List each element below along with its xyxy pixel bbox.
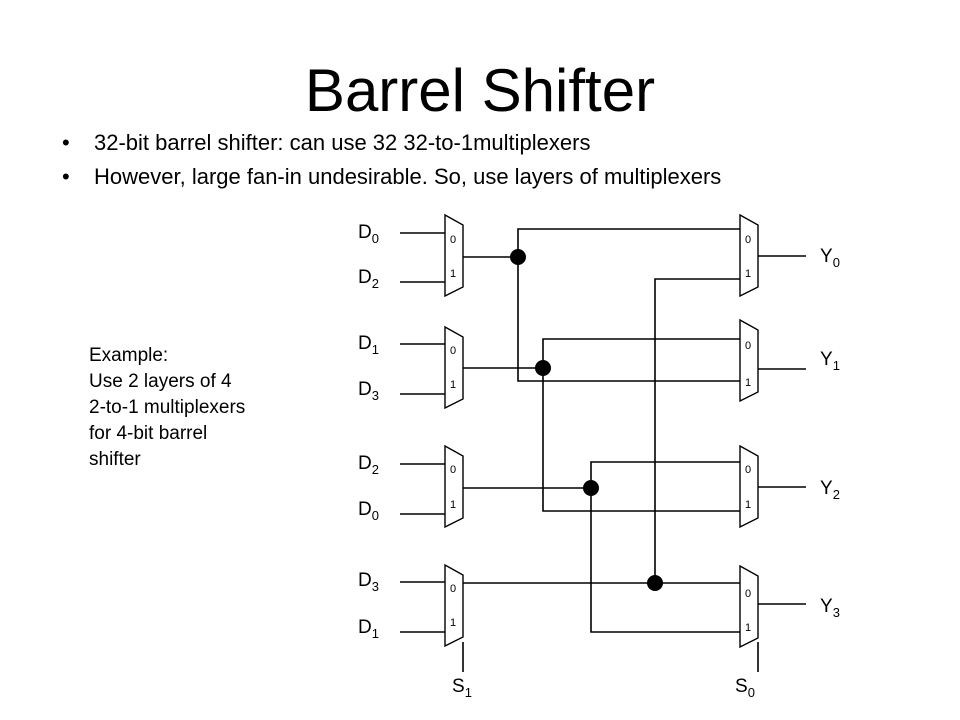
interconnect-wire: [590, 461, 740, 488]
select-label: S0: [735, 676, 755, 700]
bullet-list: 32-bit barrel shifter: can use 32 32-to-…: [62, 126, 721, 194]
mux-layer-1: 0 1 0 1 0 1 0 1: [444, 213, 464, 648]
mux: 0 1: [444, 444, 464, 529]
mux-pin-label: 0: [745, 464, 751, 476]
mux-pin-label: 0: [745, 588, 751, 600]
mux: 0 1: [444, 213, 464, 298]
mux-pin-label: 1: [450, 617, 456, 629]
mux-pin-label: 1: [450, 499, 456, 511]
input-label: D3: [358, 570, 379, 594]
mux: 0 1: [739, 564, 759, 649]
mux-body: [739, 564, 759, 649]
example-note: Example: Use 2 layers of 4 2-to-1 multip…: [89, 343, 245, 473]
select-label: S1: [452, 676, 472, 700]
mux: 0 1: [739, 444, 759, 529]
junctions: [510, 249, 663, 591]
mux-pin-label: 1: [745, 622, 751, 634]
example-line: 2-to-1 multiplexers: [89, 397, 246, 418]
input-label: D2: [358, 267, 379, 291]
example-line: Example:: [89, 345, 169, 366]
example-line: for 4-bit barrel: [89, 423, 208, 444]
input-label: D2: [358, 453, 379, 477]
wires: [400, 228, 806, 672]
junction-dot: [583, 480, 599, 496]
interconnect-wire: [542, 368, 740, 512]
mux-pin-label: 0: [745, 340, 751, 352]
select-labels: S1 S0: [452, 676, 755, 700]
interconnect-wire: [542, 338, 740, 368]
mux-pin-label: 1: [450, 379, 456, 391]
mux-pin-label: 0: [450, 583, 456, 595]
interconnect-wire: [654, 278, 740, 583]
bullet-item: 32-bit barrel shifter: can use 32 32-to-…: [62, 126, 721, 160]
junction-dot: [535, 360, 551, 376]
mux-body: [739, 213, 759, 298]
mux-body: [444, 213, 464, 298]
input-label: D0: [358, 499, 379, 523]
bullet-item: However, large fan-in undesirable. So, u…: [62, 160, 721, 194]
mux: 0 1: [444, 563, 464, 648]
interconnect-wire: [517, 228, 740, 257]
example-line: Use 2 layers of 4: [89, 371, 232, 392]
example-line: shifter: [89, 449, 141, 470]
junction-dot: [510, 249, 526, 265]
junction-dot: [647, 575, 663, 591]
mux-body: [444, 563, 464, 648]
mux-layer-2: 0 1 0 1 0 1 0 1: [739, 213, 759, 649]
mux-pin-label: 0: [450, 345, 456, 357]
input-label: D1: [358, 333, 379, 357]
input-labels: D0 D2 D1 D3 D2 D0 D3 D1: [358, 222, 379, 641]
input-label: D0: [358, 222, 379, 246]
mux-pin-label: 0: [450, 464, 456, 476]
mux: 0 1: [739, 318, 759, 403]
output-label: Y1: [820, 349, 840, 373]
input-label: D3: [358, 379, 379, 403]
mux-body: [444, 444, 464, 529]
interconnect-wire: [517, 257, 740, 382]
output-label: Y3: [820, 596, 840, 620]
mux-body: [739, 444, 759, 529]
output-label: Y2: [820, 478, 840, 502]
mux-pin-label: 1: [745, 499, 751, 511]
output-label: Y0: [820, 246, 840, 270]
input-label: D1: [358, 617, 379, 641]
mux-body: [444, 325, 464, 410]
mux: 0 1: [739, 213, 759, 298]
slide-title: Barrel Shifter: [304, 57, 656, 124]
mux-pin-label: 0: [745, 234, 751, 246]
mux-pin-label: 1: [450, 268, 456, 280]
output-labels: Y0 Y1 Y2 Y3: [820, 246, 840, 620]
mux-pin-label: 1: [745, 377, 751, 389]
mux: 0 1: [444, 325, 464, 410]
mux-pin-label: 1: [745, 268, 751, 280]
mux-pin-label: 0: [450, 234, 456, 246]
mux-body: [739, 318, 759, 403]
interconnect-wire: [590, 488, 740, 633]
